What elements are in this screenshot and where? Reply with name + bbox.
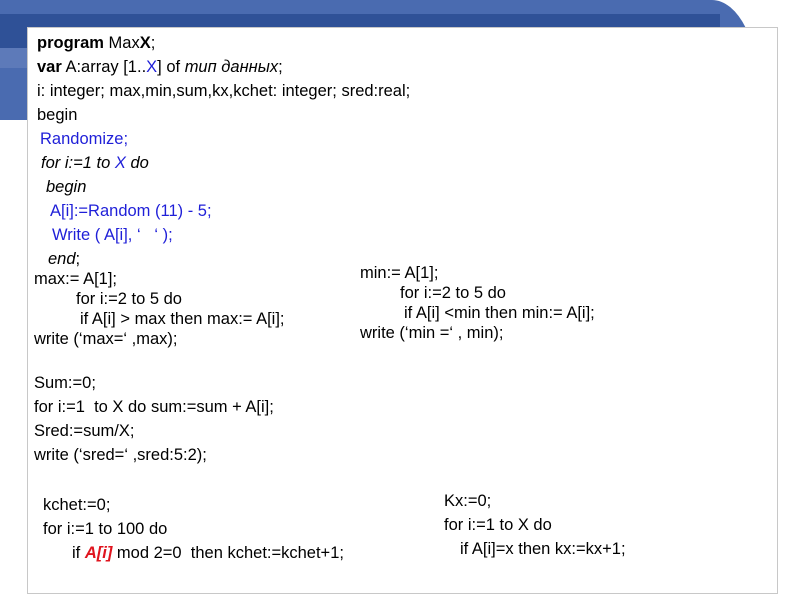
kchet-if-rest: mod 2=0 then kchet:=kchet+1;	[112, 544, 344, 562]
begin-line: begin	[37, 106, 78, 124]
min-init-line: min:= A[1];	[360, 264, 439, 282]
end-semicolon: ;	[75, 250, 81, 268]
sred-write-line: write (‘sred=‘ ,sred:5:2);	[34, 446, 207, 464]
var-array-x: X	[146, 58, 158, 76]
program-name-x: X	[139, 34, 151, 52]
write-line: Write ( A[i], ‘ ‘ );	[52, 226, 173, 244]
max-init-line: max:= A[1];	[34, 270, 117, 288]
program-line: program MaxX;	[37, 33, 155, 53]
sum-for-line: for i:=1 to X do sum:=sum + A[i];	[34, 398, 274, 416]
code-box: program MaxX; var A:array [1..X] of тип …	[27, 27, 778, 594]
max-write-line: write (‘max=‘ ,max);	[34, 330, 178, 348]
end-line: end;	[48, 249, 80, 269]
random-assign-line: A[i]:=Random (11) - 5;	[50, 202, 212, 220]
var-array-of: ] of	[157, 58, 185, 76]
kx-for-line: for i:=1 to X do	[444, 516, 552, 534]
var-semicolon: ;	[278, 58, 283, 76]
kx-if-line: if A[i]=x then kx:=kx+1;	[460, 540, 626, 558]
kchet-for-line: for i:=1 to 100 do	[43, 520, 168, 538]
kchet-if-line: if A[i] mod 2=0 then kchet:=kchet+1;	[72, 543, 344, 563]
min-for-line: for i:=2 to 5 do	[400, 284, 506, 302]
for-loop-line: for i:=1 to X do	[41, 153, 149, 173]
keyword-end: end	[48, 250, 76, 268]
var-line: var A:array [1..X] of тип данных;	[37, 57, 283, 77]
kx-init-line: Kx:=0;	[444, 492, 492, 510]
kchet-init-line: kchet:=0;	[43, 496, 111, 514]
sred-calc-line: Sred:=sum/X;	[34, 422, 135, 440]
var-decls-line: i: integer; max,min,sum,kx,kchet: intege…	[37, 82, 411, 100]
max-if-line: if A[i] > max then max:= A[i];	[80, 310, 285, 328]
var-type-placeholder: тип данных	[184, 58, 279, 76]
program-name: Max	[108, 34, 140, 52]
min-write-line: write (‘min =‘ , min);	[360, 324, 504, 342]
for-loop-do: do	[125, 154, 149, 172]
kchet-highlight-array: A[i]	[84, 544, 113, 562]
max-for-line: for i:=2 to 5 do	[76, 290, 182, 308]
program-semicolon: ;	[150, 34, 156, 52]
for-loop-head: for i:=1 to	[41, 154, 115, 172]
sum-init-line: Sum:=0;	[34, 374, 96, 392]
kchet-if-keyword: if	[72, 544, 85, 562]
min-if-line: if A[i] <min then min:= A[i];	[404, 304, 595, 322]
inner-begin-line: begin	[46, 178, 87, 196]
keyword-program: program	[37, 34, 104, 52]
var-array-decl: A:array [1..	[61, 58, 147, 76]
keyword-var: var	[37, 58, 62, 76]
for-loop-x: X	[114, 154, 126, 172]
randomize-line: Randomize;	[40, 130, 129, 148]
